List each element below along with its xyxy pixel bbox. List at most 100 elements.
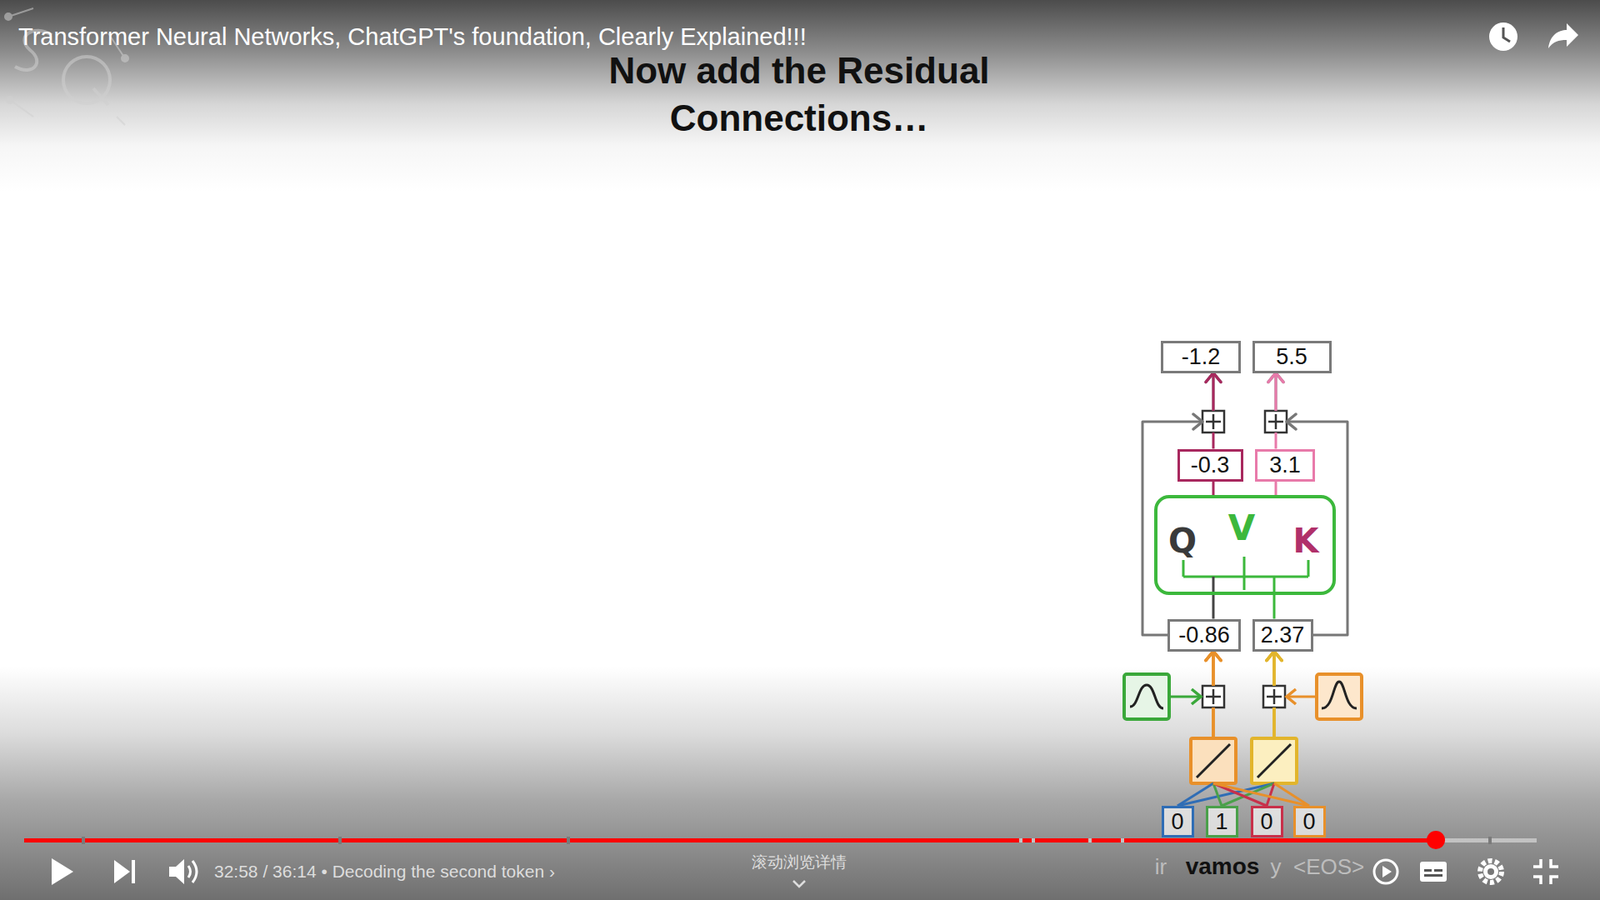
wire-segment (1213, 783, 1310, 806)
residual-plus-symbols (1205, 414, 1221, 430)
wire-segment (1212, 651, 1215, 687)
sine-encoding-box (1124, 674, 1201, 720)
value-text: 0 (1260, 810, 1273, 834)
value-box: 5.5 (1252, 340, 1332, 374)
scroll-hint: 滚动浏览详情 (751, 851, 847, 874)
connector (1142, 373, 1221, 636)
residual-plus-symbols (1202, 410, 1225, 433)
connector (1205, 651, 1310, 807)
progress-bar (24, 838, 1537, 843)
connector (1266, 651, 1282, 807)
player-controls (169, 859, 185, 885)
player-controls (1487, 868, 1495, 875)
connector (1221, 651, 1282, 807)
value-text: 0 (1302, 810, 1315, 834)
activation-box (1251, 738, 1297, 784)
player-controls (1483, 864, 1499, 880)
arrow-head (1205, 651, 1221, 661)
value-box: -1.2 (1160, 340, 1241, 374)
timestamp-chapter: 32:58 / 36:14 • Decoding the second toke… (214, 861, 555, 882)
channel-logo (93, 88, 109, 105)
sine-encoding-box (1130, 685, 1164, 709)
activation-box (1257, 744, 1291, 778)
watch-later-icon (1503, 27, 1510, 42)
input-box: 1 (1205, 805, 1239, 838)
position-plus-symbols (1263, 685, 1285, 708)
wire-segment (1212, 707, 1215, 739)
wire-segment (1275, 373, 1278, 412)
cosine-encoding-box (1286, 674, 1362, 720)
player-controls (1424, 869, 1432, 872)
player-controls (1374, 860, 1398, 884)
wire-segment (1273, 595, 1276, 620)
wire-segment (1212, 373, 1215, 412)
player-controls (188, 860, 197, 883)
value-text: 3.1 (1269, 454, 1301, 477)
wire-segment (1273, 707, 1276, 739)
watch-later-icon (1489, 22, 1518, 51)
value-text: 1 (1215, 810, 1228, 834)
attention-block: QV K (1154, 495, 1336, 595)
wire-segment (1275, 373, 1278, 412)
video-title: Transformer Neural Networks, ChatGPT's f… (18, 23, 807, 51)
wire-segment (1273, 651, 1276, 687)
attention-letter: V (1228, 510, 1256, 546)
connector (1268, 373, 1348, 636)
share-icon (1548, 23, 1579, 49)
token-word: ir (1155, 854, 1167, 880)
attention-letter: Q (1168, 524, 1197, 558)
wire-segment (1273, 651, 1276, 687)
player-controls (1434, 869, 1443, 872)
arrow-head (1286, 414, 1296, 430)
wire-segment (1275, 481, 1278, 496)
wire-segment (1273, 707, 1276, 739)
player-controls (1533, 859, 1559, 885)
value-box: 2.37 (1252, 619, 1314, 652)
value-box: 3.1 (1255, 449, 1315, 482)
player-controls (1480, 860, 1502, 883)
value-box: -0.86 (1167, 619, 1241, 652)
channel-logo (63, 56, 110, 104)
value-text: 5.5 (1275, 345, 1308, 369)
cosine-encoding-box (1286, 689, 1296, 705)
progress-bar (24, 838, 1436, 843)
arrow-head (1268, 373, 1284, 383)
residual-plus-symbols (1265, 410, 1287, 433)
slide-heading: Now add the Residual Connections… (565, 46, 1033, 142)
wire-segment (1212, 707, 1215, 739)
wire-segment (1212, 707, 1215, 739)
player-controls (1420, 861, 1447, 882)
share-icon (1548, 23, 1579, 49)
progress-bar (1488, 836, 1492, 845)
player-controls (793, 880, 805, 887)
player-controls (114, 860, 130, 884)
channel-logo (7, 97, 13, 103)
sine-encoding-box (1191, 689, 1201, 705)
residual-plus-symbols (1202, 410, 1287, 433)
player-controls (1424, 874, 1443, 877)
token-word: vamos (1185, 853, 1260, 880)
residual-plus-symbols (1268, 414, 1284, 430)
progress-bar (566, 836, 570, 845)
connector (1266, 651, 1310, 807)
wire-segment (1212, 373, 1215, 412)
sine-encoding-box (1124, 674, 1170, 720)
wire-segment (1273, 707, 1276, 739)
attention-letter: K (1293, 524, 1320, 558)
progress-bar (1426, 830, 1445, 850)
input-box: 0 (1250, 805, 1284, 838)
position-plus-symbols (1266, 689, 1282, 705)
wire-segment (1273, 651, 1276, 687)
connector (1275, 481, 1277, 496)
position-plus-symbols (1202, 685, 1225, 708)
input-box: 0 (1293, 805, 1326, 838)
activation-box (1196, 744, 1230, 778)
value-text: 0 (1170, 810, 1184, 834)
arrow-head (1266, 651, 1282, 661)
sine-encoding-box (1169, 695, 1200, 699)
position-plus-symbols (1205, 689, 1221, 705)
channel-logo (5, 14, 11, 20)
token-word: y (1270, 854, 1282, 880)
activation-box (1190, 738, 1236, 784)
